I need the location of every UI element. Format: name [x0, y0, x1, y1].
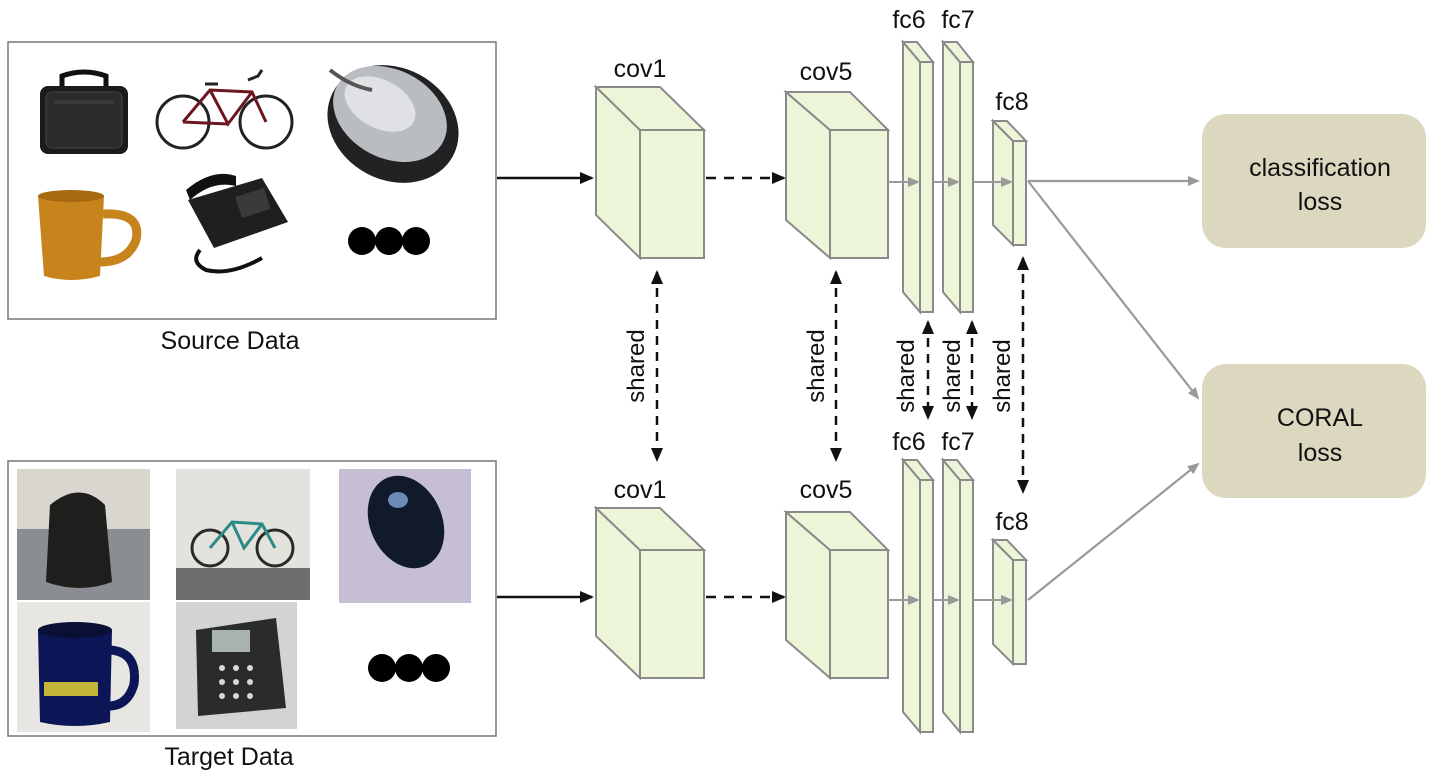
fc7-label-bottom: fc7 [941, 428, 974, 456]
source-data-panel: Source Data [7, 41, 497, 355]
forward-arrows [706, 172, 786, 603]
target-data-panel: Target Data [7, 460, 497, 771]
bicycle-photo [176, 469, 310, 600]
more-items-icon [368, 654, 450, 682]
target-network [593, 457, 1029, 735]
shared-arrows [651, 256, 1029, 494]
layer-labels: cov1 cov5 fc6 fc7 fc8 cov1 cov5 fc6 fc7 … [614, 6, 1029, 536]
source-data-caption: Source Data [161, 327, 300, 355]
fc6-block [900, 39, 936, 315]
source-network [593, 39, 1029, 315]
conv1-block [593, 505, 707, 681]
coffee-mug-image [38, 190, 142, 280]
mug-photo [17, 602, 150, 732]
conv5-block [783, 89, 891, 261]
fc7-label-top: fc7 [941, 6, 974, 34]
fc6-block [900, 457, 936, 735]
fc-connectors [888, 177, 1013, 605]
fc6-label-bottom: fc6 [892, 428, 925, 456]
fc8-block [990, 537, 1029, 667]
mouse-photo [339, 469, 471, 603]
conv1-block [593, 84, 707, 261]
target-data-caption: Target Data [164, 743, 293, 771]
fc7-block [940, 457, 976, 735]
computer-mouse-image [327, 65, 459, 183]
bicycle-image [155, 69, 294, 150]
shared-label-fc7: shared [939, 339, 966, 412]
coral-loss-line2: loss [1298, 439, 1342, 467]
office-phone-photo [176, 602, 297, 729]
conv5-block [783, 509, 891, 681]
classification-loss-line2: loss [1298, 188, 1342, 216]
fc8-label-top: fc8 [995, 88, 1028, 116]
coral-loss-box: CORAL loss [1202, 364, 1426, 498]
shared-label-conv5: shared [803, 329, 830, 402]
fc7-block [940, 39, 976, 315]
shared-label-conv1: shared [623, 329, 650, 402]
conv5-label-bottom: cov5 [800, 476, 853, 504]
laptop-bag-image [40, 69, 128, 154]
coral-loss-line1: CORAL [1277, 404, 1363, 432]
fc6-label-top: fc6 [892, 6, 925, 34]
conv5-label-top: cov5 [800, 58, 853, 86]
loss-connectors [1027, 176, 1200, 601]
backpack-photo [17, 469, 150, 600]
shared-labels: shared shared shared shared shared [623, 329, 1016, 412]
shared-label-fc8: shared [989, 339, 1016, 412]
desk-phone-image [186, 173, 288, 274]
fc8-label-bottom: fc8 [995, 508, 1028, 536]
conv1-label-top: cov1 [614, 55, 667, 83]
classification-loss-line1: classification [1249, 154, 1391, 182]
classification-loss-box: classification loss [1202, 114, 1426, 248]
conv1-label-bottom: cov1 [614, 476, 667, 504]
shared-label-fc6: shared [893, 339, 920, 412]
more-items-icon [348, 227, 430, 255]
